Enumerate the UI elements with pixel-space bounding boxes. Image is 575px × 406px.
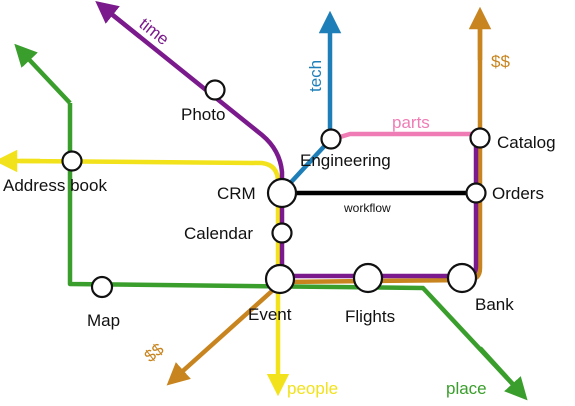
- line-label-workflow: workflow: [343, 201, 391, 215]
- station-label-bank: Bank: [475, 295, 514, 314]
- place-line: [67, 103, 522, 394]
- station-label-engineering: Engineering: [300, 151, 391, 170]
- station-label-crm: CRM: [217, 184, 256, 203]
- line-label-people: people: [287, 379, 338, 398]
- line-label-tech: tech: [306, 60, 325, 92]
- station-bank: [446, 262, 478, 294]
- station-engineering: [320, 128, 342, 150]
- line-label-money-top: $$: [491, 52, 510, 71]
- money-line: [166, 28, 483, 386]
- station-label-address-book: Address book: [3, 176, 107, 195]
- line-label-place: place: [446, 379, 487, 398]
- station-label-catalog: Catalog: [497, 133, 556, 152]
- station-photo: [204, 79, 226, 101]
- station-crm: [266, 177, 298, 209]
- place-line-arrow-bottom: [478, 346, 528, 401]
- place-line-arrow-top: [14, 43, 72, 105]
- station-map: [90, 275, 114, 299]
- station-label-photo: Photo: [181, 105, 225, 124]
- station-label-flights: Flights: [345, 307, 395, 326]
- station-address-book: [61, 150, 83, 172]
- station-label-calendar: Calendar: [184, 224, 253, 243]
- station-event: [264, 263, 296, 295]
- line-label-parts: parts: [392, 113, 430, 132]
- station-calendar: [271, 222, 293, 244]
- station-label-orders: Orders: [492, 184, 544, 203]
- station-label-event: Event: [248, 305, 292, 324]
- station-label-map: Map: [87, 311, 120, 330]
- station-orders: [465, 182, 487, 204]
- parts-line: [329, 131, 480, 143]
- line-label-money-bottom: $$: [141, 339, 168, 366]
- time-line-arrow: [95, 0, 142, 39]
- station-catalog: [469, 127, 491, 149]
- station-flights: [352, 262, 384, 294]
- line-label-time: time: [136, 14, 173, 49]
